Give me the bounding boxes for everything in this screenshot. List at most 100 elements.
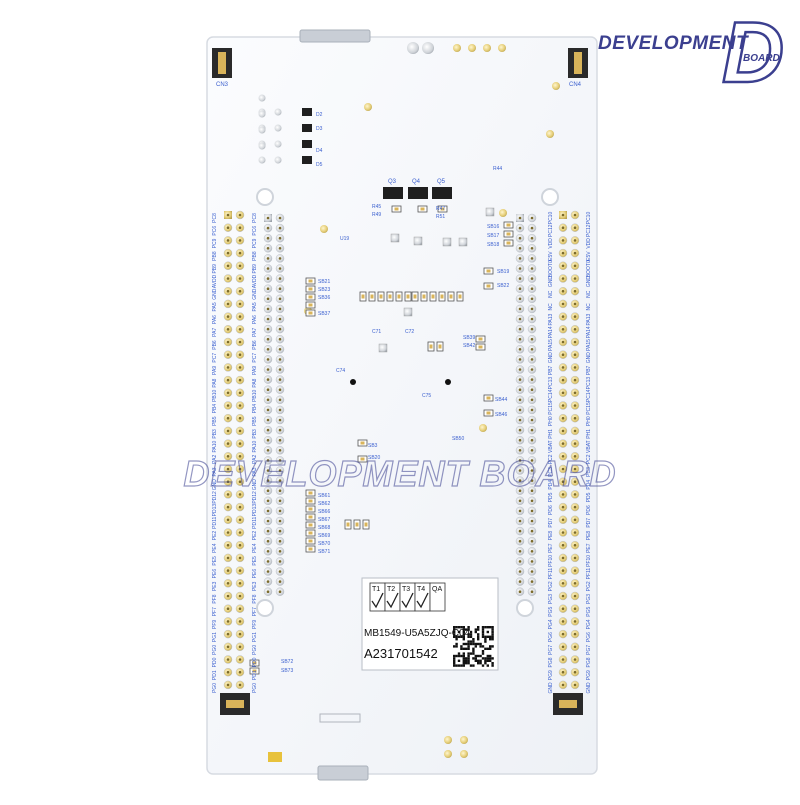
qr-module	[467, 657, 470, 660]
qr-module	[472, 657, 475, 660]
pin-label: PG0	[252, 683, 258, 693]
pin-label: AVDD	[252, 274, 258, 288]
pin-hole	[573, 556, 577, 560]
pin-hole	[238, 315, 242, 318]
pin-hole	[278, 449, 282, 452]
pin-label: GND	[212, 288, 218, 300]
qr-module	[477, 635, 480, 638]
pin-hole	[226, 670, 230, 674]
pin-hole	[561, 239, 565, 242]
pin-hole	[278, 489, 282, 493]
qr-module	[489, 638, 492, 641]
pin-hole	[226, 315, 230, 318]
qr-module	[484, 657, 487, 660]
pin-label: PG2	[548, 581, 554, 591]
gold-pad	[499, 209, 507, 217]
pin-hole	[238, 239, 242, 242]
pin-hole	[278, 368, 282, 371]
pin-hole	[561, 213, 565, 217]
label-q3: Q3	[388, 179, 397, 185]
pin-hole	[226, 391, 230, 395]
component-label: R51	[436, 214, 445, 220]
qr-module	[472, 640, 475, 643]
pin-hole	[266, 348, 270, 351]
pin-label: PH0	[548, 416, 554, 426]
pin-hole	[518, 539, 522, 543]
led-pad	[258, 126, 266, 134]
pin-label: PG8	[586, 657, 592, 667]
pin-hole	[238, 378, 242, 382]
pin-hole	[238, 582, 242, 585]
solder-bridge-pad	[397, 294, 401, 299]
qr-module	[465, 662, 468, 665]
pin-label: PD5	[586, 492, 592, 502]
pin-label: PA13	[548, 313, 554, 325]
pin-hole	[278, 560, 282, 563]
pin-hole	[530, 479, 534, 482]
pin-hole	[561, 518, 565, 522]
qr-module	[469, 642, 473, 646]
pin-hole	[518, 307, 522, 311]
pin-label: PA10	[252, 440, 258, 452]
pin-hole	[561, 493, 565, 496]
pin-hole	[530, 307, 534, 311]
solder-bridge-pad	[308, 531, 313, 535]
pin-label: PF7	[212, 607, 218, 616]
qr-module	[481, 657, 485, 660]
qr-module	[486, 635, 489, 638]
pin-hole	[266, 368, 270, 371]
qr-module	[455, 664, 458, 667]
qr-module	[491, 635, 494, 638]
qr-module	[481, 633, 485, 636]
pin-label: PA8	[252, 378, 258, 387]
mounting-hole	[516, 599, 534, 617]
pin-label: PC10	[548, 212, 554, 225]
solder-bridge-pad	[308, 523, 313, 527]
pin-label: PC6	[252, 226, 258, 236]
qr-module	[477, 626, 480, 629]
led-pad	[258, 156, 266, 164]
pin-label: PB5	[252, 416, 258, 426]
pin-hole	[238, 569, 242, 572]
qr-module	[457, 664, 461, 667]
qr-module	[462, 664, 465, 667]
pin-hole	[238, 607, 242, 610]
pin-label: PE3	[212, 581, 218, 591]
solder-bridge-pad	[308, 515, 313, 519]
qr-module	[489, 645, 492, 648]
qr-module	[462, 633, 465, 636]
pin-hole	[530, 337, 534, 341]
pin-label: GND	[548, 276, 554, 288]
qr-module	[460, 635, 463, 638]
pin-label: VDD	[586, 238, 592, 249]
qr-module	[462, 626, 465, 629]
pin-hole	[518, 277, 522, 280]
qr-module	[467, 628, 470, 631]
pin-hole	[238, 340, 242, 344]
pin-hole	[573, 302, 577, 306]
pin-hole	[226, 328, 230, 331]
qc-check	[416, 592, 429, 609]
pin-label: PD7	[586, 518, 592, 528]
solder-bridge-pad	[394, 207, 399, 211]
solder-bridge-pad	[308, 303, 313, 307]
pin-hole	[530, 277, 534, 280]
qr-module	[484, 626, 487, 629]
solder-bridge-pad	[486, 269, 491, 273]
pin-hole	[530, 378, 534, 381]
qr-module	[462, 652, 465, 655]
pin-hole	[226, 531, 230, 534]
pin-hole	[266, 550, 270, 553]
transistors	[383, 187, 452, 199]
pin-hole	[238, 531, 242, 534]
pin-label: PF10	[586, 555, 592, 567]
solder-bridge-pad	[413, 294, 417, 299]
pin-label: E5V	[586, 251, 592, 261]
pin-label: PG6	[548, 632, 554, 642]
pin-hole	[266, 277, 270, 280]
morpho-headers	[223, 210, 580, 690]
pin-label: PB8	[252, 251, 258, 261]
pin-hole	[226, 277, 230, 280]
component-label: SB39	[463, 335, 475, 341]
